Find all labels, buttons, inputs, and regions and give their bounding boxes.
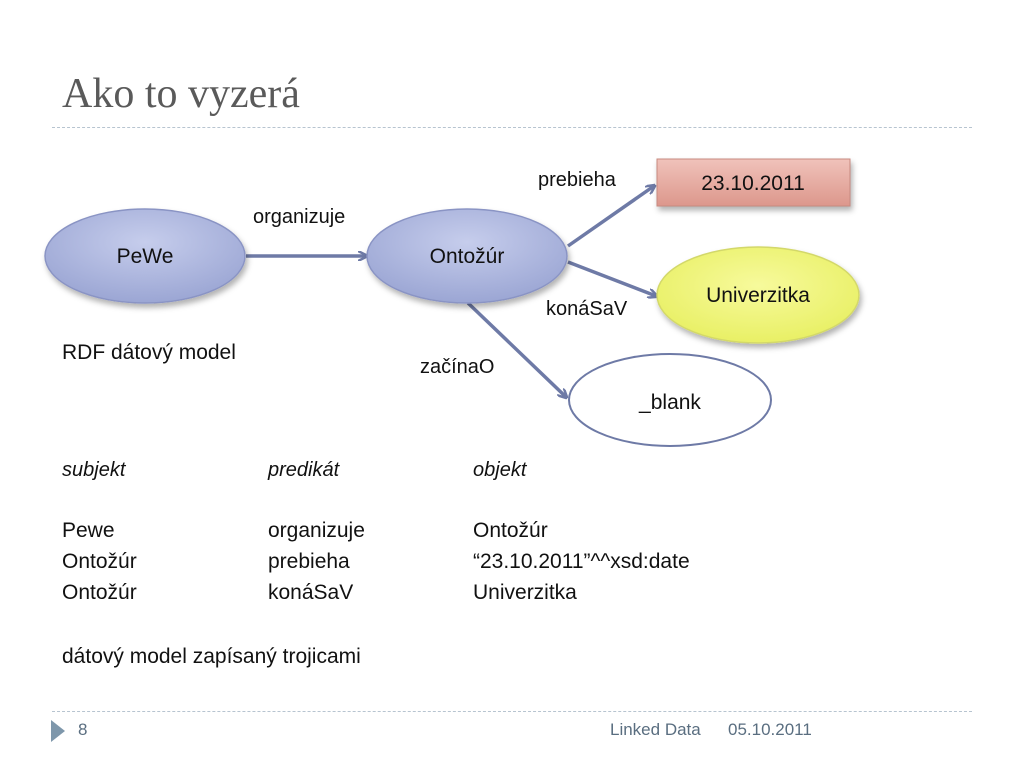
triple-1-subject: Pewe <box>62 519 115 542</box>
node-pewe: PeWe <box>44 208 246 304</box>
header-objekt: objekt <box>473 459 527 481</box>
edge-label-prebieha: prebieha <box>538 169 617 191</box>
node-ontozur-label: Ontožúr <box>430 245 505 268</box>
node-date: 23.10.2011 <box>656 158 851 207</box>
footer-title: Linked Data <box>610 720 701 739</box>
slide-title: Ako to vyzerá <box>62 71 300 117</box>
triple-2-subject: Ontožúr <box>62 550 137 573</box>
edge-label-zacinao: začínaO <box>420 356 494 378</box>
triangle-bullet-icon <box>51 720 65 742</box>
node-ontozur: Ontožúr <box>366 208 568 304</box>
triple-1-predicate: organizuje <box>268 519 365 542</box>
triple-3-object: Univerzitka <box>473 581 577 604</box>
edge-prebieha <box>566 186 654 248</box>
footer-divider <box>52 711 972 712</box>
footer-date: 05.10.2011 <box>728 720 812 739</box>
title-divider <box>52 127 972 128</box>
header-predikat: predikát <box>268 459 340 481</box>
caption: dátový model zapísaný trojicami <box>62 645 361 668</box>
triple-3-subject: Ontožúr <box>62 581 137 604</box>
node-blank-label: _blank <box>638 391 701 414</box>
triple-2-object: “23.10.2011”^^xsd:date <box>473 550 690 573</box>
node-univerzitka: Univerzitka <box>656 246 860 344</box>
node-univerzitka-label: Univerzitka <box>706 284 810 307</box>
node-blank: _blank <box>568 353 772 447</box>
triple-1-object: Ontožúr <box>473 519 548 542</box>
edge-label-organizuje: organizuje <box>253 206 345 228</box>
page-number: 8 <box>78 720 88 739</box>
node-date-label: 23.10.2011 <box>701 172 805 195</box>
triple-2-predicate: prebieha <box>268 550 350 573</box>
triple-3-predicate: konáSaV <box>268 581 354 604</box>
edge-konasav <box>567 260 656 296</box>
edge-zacinao <box>466 301 566 397</box>
node-pewe-label: PeWe <box>117 245 174 268</box>
header-subjekt: subjekt <box>62 459 126 481</box>
model-label: RDF dátový model <box>62 341 236 364</box>
edge-label-konasav: konáSaV <box>546 298 628 320</box>
